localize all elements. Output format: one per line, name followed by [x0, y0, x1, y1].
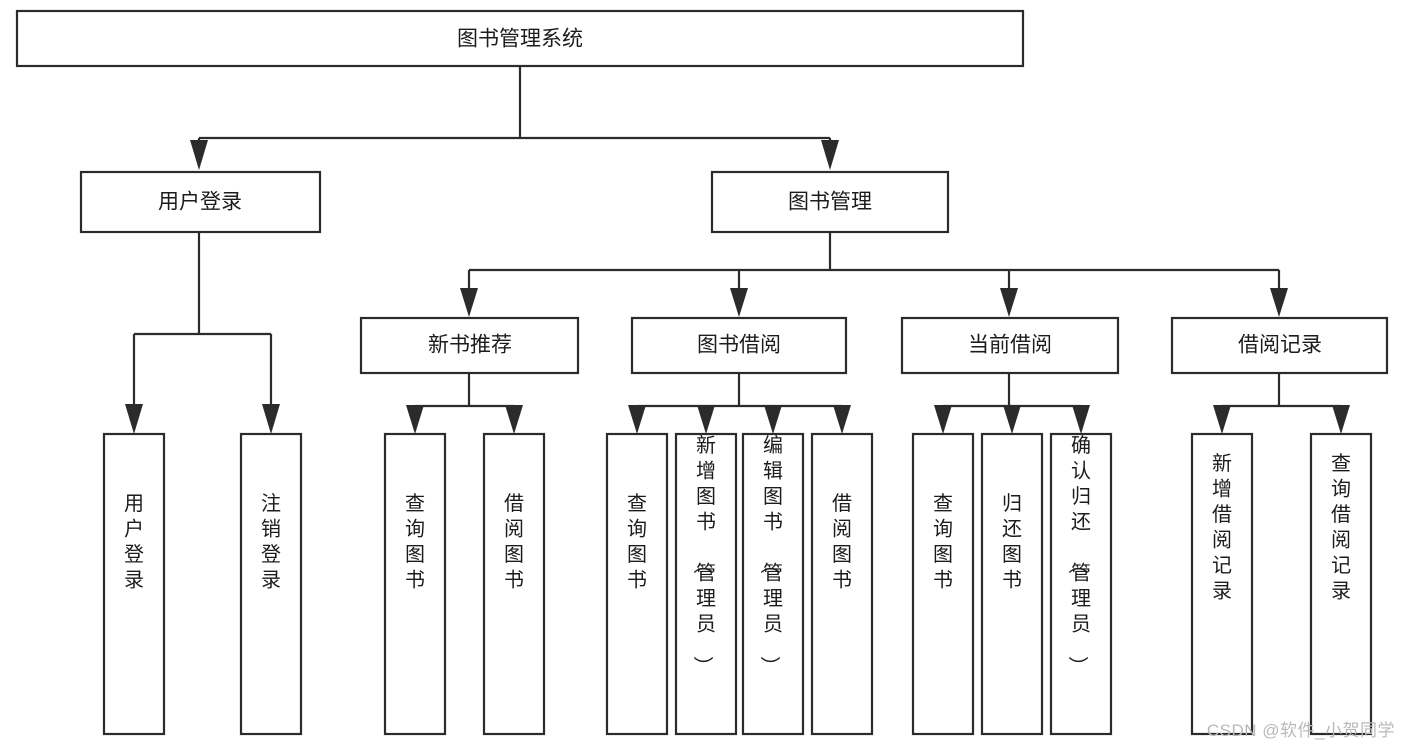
arrow-new-book-leaf-1 — [406, 405, 424, 434]
leaf-user-login-2[interactable]: 注销登录 — [239, 432, 303, 736]
arrow-new-book-leaf-2 — [505, 405, 523, 434]
leaf-book-borrow-3-box[interactable] — [741, 432, 805, 736]
node-current-borrow[interactable]: 当前借阅 — [900, 316, 1120, 375]
leaf-current-borrow-3[interactable]: 确认归还（管理员） — [1049, 432, 1113, 736]
leaf-current-borrow-2[interactable]: 归还图书 — [980, 432, 1044, 736]
node-book-manage[interactable]: 图书管理 — [710, 170, 950, 234]
node-borrow-record[interactable]: 借阅记录 — [1170, 316, 1389, 375]
leaf-new-book-2[interactable]: 借阅图书 — [482, 432, 546, 736]
arrow-current-borrow-leaf-1 — [934, 405, 952, 434]
arrow-borrow-record-leaf-1 — [1213, 405, 1231, 434]
leaf-current-borrow-2-label: 归还图书 — [1002, 492, 1022, 592]
leaf-book-borrow-2-label: 新增图书（管理员） — [691, 434, 716, 676]
leaf-new-book-1-label: 查询图书 — [405, 492, 425, 592]
leaf-book-borrow-3-label: 编辑图书（管理员） — [758, 434, 783, 676]
arrow-book-borrow-leaf-1 — [628, 405, 646, 434]
node-book-borrow[interactable]: 图书借阅 — [630, 316, 848, 375]
node-book-borrow-label: 图书借阅 — [697, 334, 781, 357]
arrow-root-to-book-manage — [821, 140, 839, 170]
leaf-book-borrow-2-box[interactable] — [674, 432, 738, 736]
arrow-root-to-user-login — [190, 140, 208, 170]
node-new-book-recommend-label: 新书推荐 — [428, 334, 512, 357]
arrow-to-current-borrow — [1000, 288, 1018, 317]
node-user-login[interactable]: 用户登录 — [79, 170, 322, 234]
node-user-login-label: 用户登录 — [158, 191, 242, 214]
arrow-book-borrow-leaf-4 — [833, 405, 851, 434]
leaf-new-book-2-box[interactable] — [482, 432, 546, 736]
leaf-book-borrow-1-label: 查询图书 — [627, 492, 647, 592]
node-root-box[interactable] — [15, 9, 1025, 68]
leaf-user-login-2-label: 注销登录 — [261, 492, 281, 592]
leaf-book-borrow-3[interactable]: 编辑图书（管理员） — [741, 432, 805, 736]
node-current-borrow-box[interactable] — [900, 316, 1120, 375]
leaf-borrow-record-1-label: 新增借阅记录 — [1212, 452, 1232, 603]
leaf-book-borrow-4[interactable]: 借阅图书 — [810, 432, 874, 736]
leaf-current-borrow-1[interactable]: 查询图书 — [911, 432, 975, 736]
leaf-book-borrow-1[interactable]: 查询图书 — [605, 432, 669, 736]
node-borrow-record-label: 借阅记录 — [1238, 334, 1322, 357]
leaf-user-login-2-box[interactable] — [239, 432, 303, 736]
leaf-borrow-record-2-box[interactable] — [1309, 432, 1373, 736]
node-user-login-box[interactable] — [79, 170, 322, 234]
connector-layer — [125, 66, 1350, 434]
arrow-to-borrow-record — [1270, 288, 1288, 317]
arrow-current-borrow-leaf-2 — [1003, 405, 1021, 434]
leaf-borrow-record-2[interactable]: 查询借阅记录 — [1309, 432, 1373, 736]
node-new-book-recommend-box[interactable] — [359, 316, 580, 375]
leaf-book-borrow-2[interactable]: 新增图书（管理员） — [674, 432, 738, 736]
arrow-book-borrow-leaf-3 — [764, 405, 782, 434]
arrow-to-new-book-recommend — [460, 288, 478, 317]
arrow-to-book-borrow — [730, 288, 748, 317]
node-book-borrow-box[interactable] — [630, 316, 848, 375]
arrow-borrow-record-leaf-2 — [1332, 405, 1350, 434]
leaf-new-book-2-label: 借阅图书 — [504, 492, 524, 592]
node-root[interactable]: 图书管理系统 — [15, 9, 1025, 68]
node-new-book-recommend[interactable]: 新书推荐 — [359, 316, 580, 375]
arrow-book-borrow-leaf-2 — [697, 405, 715, 434]
node-current-borrow-label: 当前借阅 — [968, 334, 1052, 357]
node-borrow-record-box[interactable] — [1170, 316, 1389, 375]
leaf-new-book-1[interactable]: 查询图书 — [383, 432, 447, 736]
node-book-manage-label: 图书管理 — [788, 191, 872, 214]
leaf-book-borrow-4-box[interactable] — [810, 432, 874, 736]
leaf-current-borrow-1-label: 查询图书 — [933, 492, 953, 592]
leaf-user-login-1-box[interactable] — [102, 432, 166, 736]
leaf-new-book-1-box[interactable] — [383, 432, 447, 736]
leaf-book-borrow-1-box[interactable] — [605, 432, 669, 736]
leaf-user-login-1-label: 用户登录 — [124, 493, 144, 592]
leaf-borrow-record-1-box[interactable] — [1190, 432, 1254, 736]
arrow-current-borrow-leaf-3 — [1072, 405, 1090, 434]
leaf-current-borrow-3-box[interactable] — [1049, 432, 1113, 736]
leaf-borrow-record-1[interactable]: 新增借阅记录 — [1190, 432, 1254, 736]
leaf-current-borrow-2-box[interactable] — [980, 432, 1044, 736]
arrow-user-login-leaf-2 — [262, 404, 280, 434]
leaf-user-login-1[interactable]: 用户登录 — [102, 432, 166, 736]
leaf-current-borrow-3-label: 确认归还（管理员） — [1066, 434, 1091, 676]
leaf-borrow-record-2-label: 查询借阅记录 — [1331, 452, 1351, 603]
leaf-current-borrow-1-box[interactable] — [911, 432, 975, 736]
arrow-user-login-leaf-1 — [125, 404, 143, 434]
leaf-book-borrow-4-label: 借阅图书 — [832, 492, 852, 592]
node-book-manage-box[interactable] — [710, 170, 950, 234]
node-root-label: 图书管理系统 — [457, 28, 583, 51]
